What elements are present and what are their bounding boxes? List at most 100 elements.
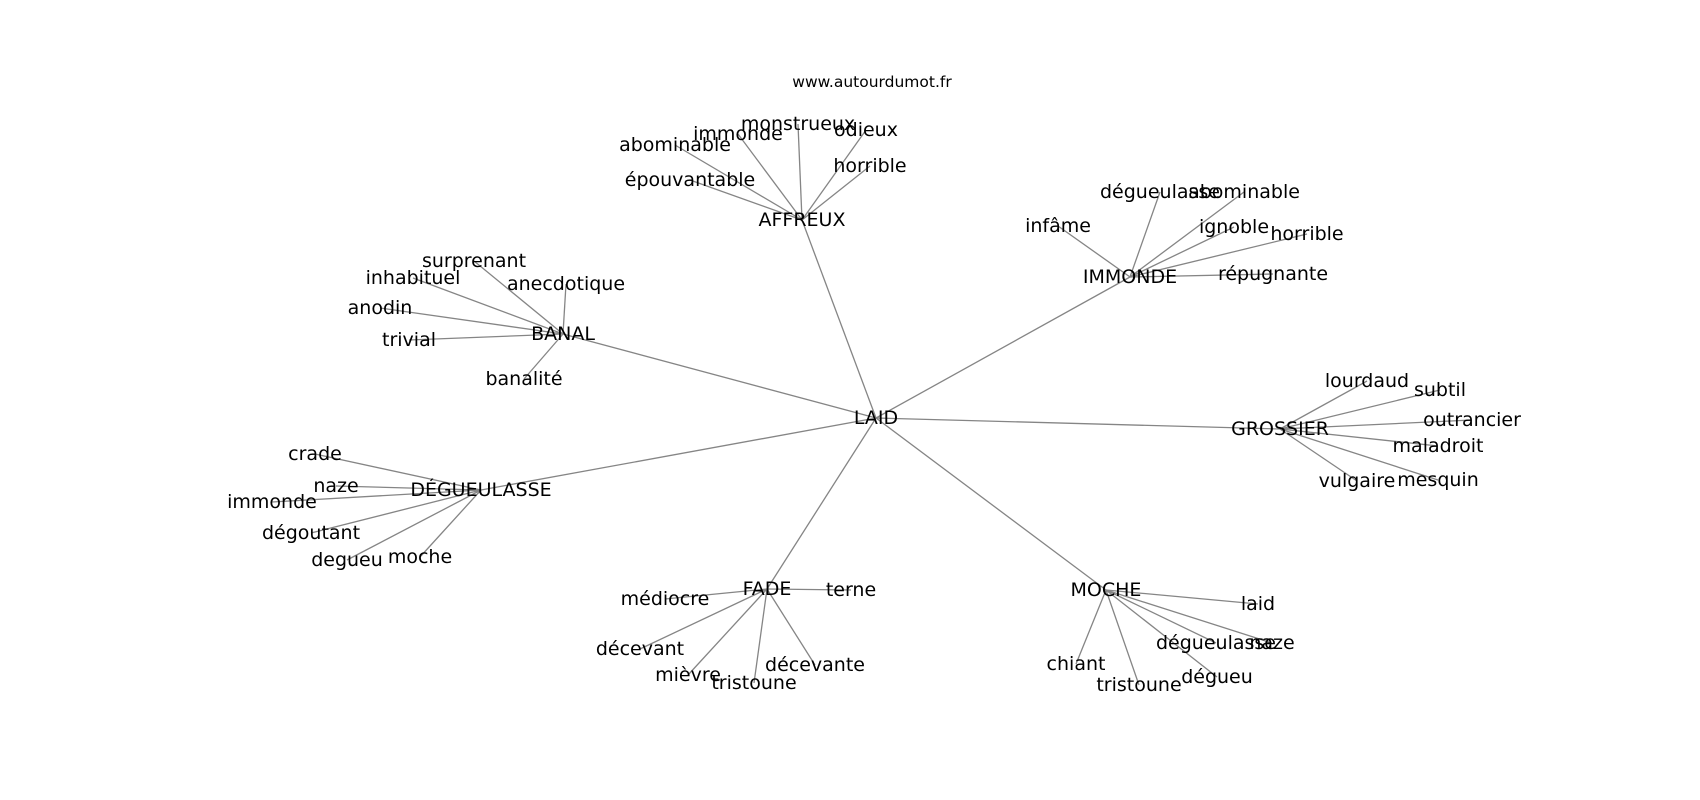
leaf-node[interactable]: surprenant <box>422 250 526 272</box>
edge-leaf <box>674 144 803 221</box>
edge-leaf <box>1279 389 1441 430</box>
leaf-node[interactable]: trivial <box>382 329 436 351</box>
group-node[interactable]: FADE <box>743 578 792 600</box>
leaf-node[interactable]: anecdotique <box>507 273 625 295</box>
edge-leaf <box>1105 589 1273 644</box>
edge-leaf <box>766 588 816 666</box>
leaf-node[interactable]: tristoune <box>1096 674 1181 696</box>
leaf-node[interactable]: inhabituel <box>366 267 461 289</box>
edge-leaf <box>1279 428 1439 481</box>
edge-leaf <box>1279 419 1473 430</box>
site-url: www.autourdumot.fr <box>792 73 952 91</box>
center-node[interactable]: LAID <box>854 407 898 429</box>
leaf-node[interactable]: chiant <box>1047 653 1106 675</box>
leaf-node[interactable]: terne <box>826 579 876 601</box>
group-node[interactable]: DÉGUEULASSE <box>410 478 551 501</box>
leaf-node[interactable]: dégueulasse <box>1156 632 1276 654</box>
edge-leaf <box>639 588 768 650</box>
leaf-node[interactable]: abominable <box>1188 181 1300 203</box>
leaf-node[interactable]: répugnante <box>1218 263 1328 285</box>
leaf-node[interactable]: mièvre <box>655 664 721 686</box>
leaf-node[interactable]: tristoune <box>711 672 796 694</box>
labels: www.autourdumot.fr LAID AFFREUX monstrueu… <box>227 73 1521 696</box>
leaf-node[interactable]: maladroit <box>1393 435 1484 457</box>
edges <box>271 123 1473 686</box>
leaf-node[interactable]: anodin <box>348 297 413 319</box>
leaf-node[interactable]: banalité <box>485 368 562 390</box>
edge-leaf <box>1279 428 1358 482</box>
edge-leaf <box>1105 589 1140 686</box>
group-node[interactable]: MOCHE <box>1071 579 1142 601</box>
leaf-node[interactable]: naze <box>1249 632 1294 654</box>
edge-leaf <box>687 588 768 676</box>
edge-leaf <box>1105 589 1217 644</box>
leaf-node[interactable]: abominable <box>619 134 731 156</box>
edge-leaf <box>737 133 803 221</box>
leaf-node[interactable]: naze <box>313 475 358 497</box>
leaf-node[interactable]: monstrueux <box>741 113 855 135</box>
edge-leaf <box>1129 191 1161 278</box>
leaf-node[interactable]: subtil <box>1414 379 1466 401</box>
edge-leaf <box>314 453 482 491</box>
leaf-node[interactable]: décevante <box>765 654 865 676</box>
leaf-node[interactable]: dégueulasse <box>1100 181 1220 203</box>
edge-leaf <box>1075 589 1107 665</box>
leaf-node[interactable]: degueu <box>311 549 383 571</box>
leaf-node[interactable]: crade <box>288 443 342 465</box>
edge-leaf <box>1129 233 1308 278</box>
leaf-node[interactable]: odieux <box>834 119 898 141</box>
edge-leaf <box>346 489 482 561</box>
group-node[interactable]: AFFREUX <box>759 209 846 231</box>
edge-leaf <box>766 588 852 591</box>
edge-leaf <box>801 129 867 221</box>
edge-leaf <box>562 283 567 335</box>
edge-center-0 <box>801 219 877 419</box>
edge-leaf <box>473 260 564 335</box>
group-node[interactable]: BANAL <box>531 323 595 345</box>
edge-center-1 <box>875 276 1131 419</box>
edge-leaf <box>1279 380 1368 430</box>
edge-leaf <box>335 485 482 491</box>
edge-center-5 <box>766 417 877 590</box>
edge-leaf <box>271 489 482 503</box>
leaf-node[interactable]: médiocre <box>621 588 710 610</box>
leaf-node[interactable]: outrancier <box>1423 409 1521 431</box>
edge-leaf <box>689 179 803 221</box>
leaf-node[interactable]: laid <box>1241 593 1275 615</box>
edge-leaf <box>753 588 768 684</box>
leaf-node[interactable]: infâme <box>1025 215 1091 237</box>
edge-leaf <box>310 489 482 534</box>
leaf-node[interactable]: immonde <box>227 491 317 513</box>
edge-leaf <box>419 489 482 558</box>
leaf-node[interactable]: décevant <box>596 638 684 660</box>
edge-center-2 <box>562 333 877 419</box>
leaf-node[interactable]: immonde <box>693 123 783 145</box>
group-node[interactable]: GROSSIER <box>1231 418 1329 440</box>
edge-center-3 <box>875 417 1281 430</box>
edge-leaf <box>1279 428 1439 447</box>
edge-leaf <box>664 588 768 600</box>
edge-leaf <box>1057 225 1131 278</box>
edge-leaf <box>1129 191 1245 278</box>
edge-leaf <box>412 277 564 335</box>
edge-center-6 <box>875 417 1107 591</box>
leaf-node[interactable]: horrible <box>1270 223 1343 245</box>
group-node[interactable]: IMMONDE <box>1083 266 1177 288</box>
leaf-node[interactable]: mesquin <box>1397 469 1479 491</box>
leaf-node[interactable]: épouvantable <box>625 169 755 191</box>
edge-leaf <box>801 165 871 221</box>
edge-leaf <box>523 333 564 380</box>
leaf-node[interactable]: horrible <box>833 155 906 177</box>
leaf-node[interactable]: moche <box>388 546 452 568</box>
edge-leaf <box>408 333 564 341</box>
edge-leaf <box>1105 589 1259 605</box>
leaf-node[interactable]: vulgaire <box>1319 470 1396 492</box>
edge-leaf <box>379 307 564 335</box>
leaf-node[interactable]: dégoutant <box>262 522 360 544</box>
leaf-node[interactable]: lourdaud <box>1325 370 1409 392</box>
leaf-node[interactable]: dégueu <box>1181 666 1253 688</box>
leaf-node[interactable]: ignoble <box>1199 216 1269 238</box>
edge-center-4 <box>480 417 877 491</box>
edge-leaf <box>1129 226 1235 278</box>
